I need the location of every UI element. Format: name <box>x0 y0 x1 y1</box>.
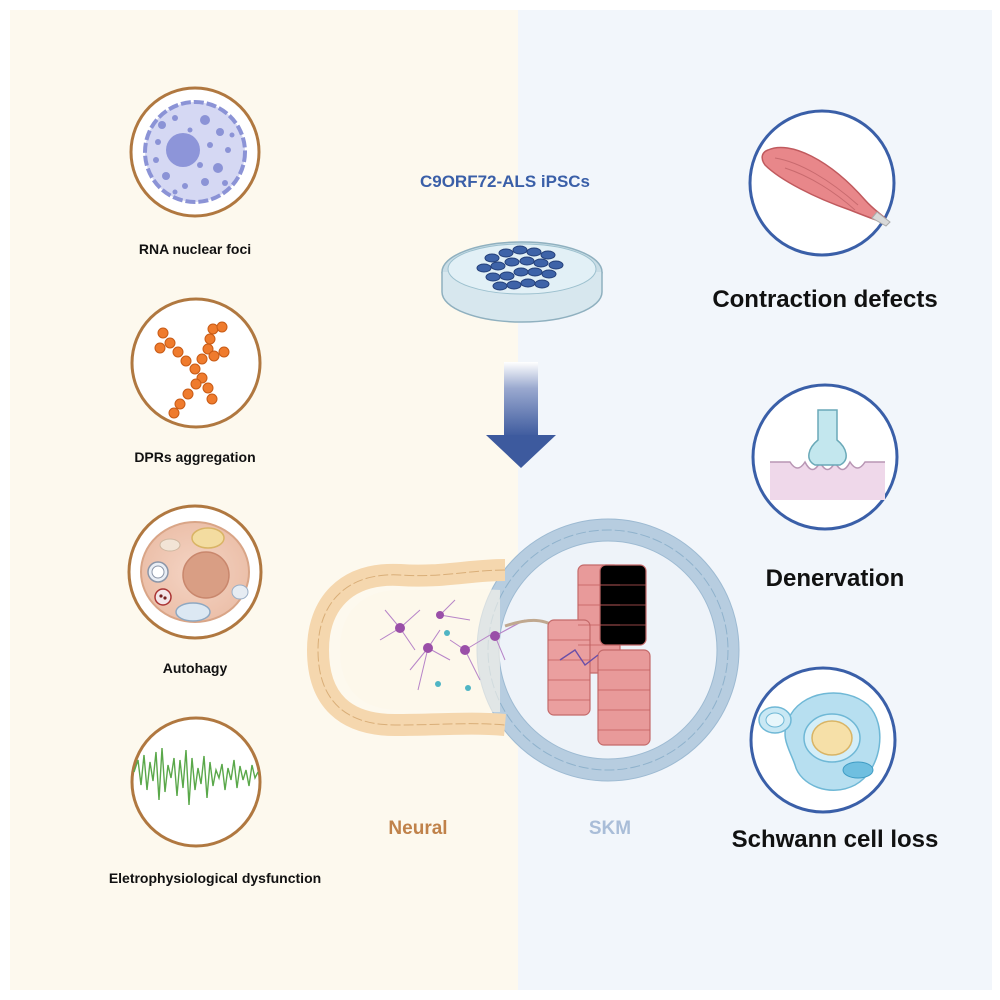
autophagy-cell-icon <box>127 504 263 640</box>
neural-label: Neural <box>388 818 448 839</box>
ipsc-title: C9ORF72-ALS iPSCs <box>419 172 591 191</box>
organoid-diagram <box>306 518 740 782</box>
label-autohagy: Autohagy <box>162 660 228 676</box>
synapse-icon <box>751 383 899 531</box>
label-electrophysiological-dysfunction: Eletrophysiological dysfunction <box>108 870 322 886</box>
petri-dish-icon <box>441 241 603 323</box>
left-panel-background <box>10 10 518 990</box>
label-contraction-defects: Contraction defects <box>712 286 938 313</box>
label-denervation: Denervation <box>765 565 905 592</box>
dpr-aggregate-icon <box>130 297 262 429</box>
nucleus-foci-icon <box>129 86 261 218</box>
label-schwann-cell-loss: Schwann cell loss <box>731 826 939 853</box>
electrophysiology-trace-icon <box>130 716 262 848</box>
schwann-cell-icon <box>749 666 897 814</box>
down-arrow <box>486 362 556 468</box>
skm-label: SKM <box>588 818 632 839</box>
muscle-icon <box>748 109 896 257</box>
label-rna-nuclear-foci: RNA nuclear foci <box>138 241 252 257</box>
label-dprs-aggregation: DPRs aggregation <box>134 449 256 465</box>
